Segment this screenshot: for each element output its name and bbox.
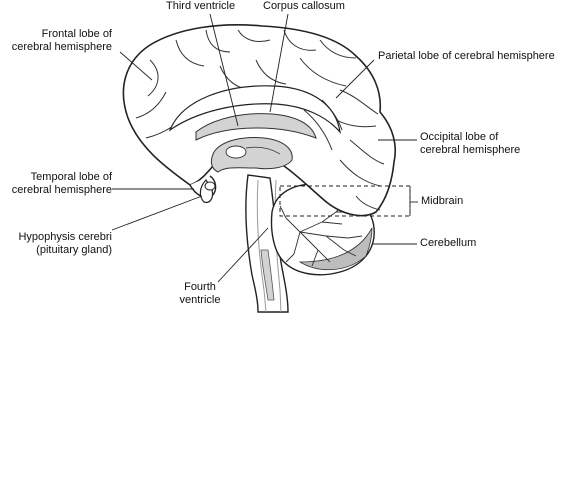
- label-third-ventricle: Third ventricle: [166, 0, 235, 13]
- label-occipital-line1: Occipital lobe of: [420, 131, 499, 143]
- label-temporal-line1: Temporal lobe of: [30, 171, 112, 183]
- label-hypophysis-line1: Hypophysis cerebri: [18, 231, 112, 243]
- label-midbrain-text: Midbrain: [421, 195, 464, 207]
- label-frontal-line2: cerebral hemisphere: [11, 41, 112, 53]
- leader-frontal: [119, 51, 153, 81]
- leader-third-ventricle: [209, 13, 239, 127]
- label-hypophysis: Hypophysis cerebri (pituitary gland): [0, 231, 112, 257]
- label-cerebellum-text: Cerebellum: [420, 237, 477, 249]
- label-occipital-line2: cerebral hemisphere: [420, 144, 521, 156]
- label-fourth-line1: Fourth: [184, 281, 216, 293]
- label-cerebellum: Cerebellum: [420, 237, 476, 250]
- label-occipital-lobe: Occipital lobe of cerebral hemisphere: [420, 131, 520, 157]
- leader-lines: [111, 13, 418, 283]
- label-fourth-ventricle: Fourth ventricle: [170, 281, 230, 307]
- label-third-ventricle-text: Third ventricle: [166, 0, 236, 12]
- label-corpus-callosum-text: Corpus callosum: [263, 0, 345, 12]
- leader-hypophysis: [111, 195, 203, 231]
- cerebrum: [122, 24, 396, 217]
- label-temporal-line2: cerebral hemisphere: [11, 184, 112, 196]
- label-frontal-lobe: Frontal lobe of cerebral hemisphere: [0, 28, 112, 54]
- leader-corpus-callosum: [269, 13, 289, 113]
- label-parietal-text: Parietal lobe of cerebral hemisphere: [378, 50, 555, 62]
- leader-fourth-ventricle: [217, 227, 269, 283]
- label-parietal-lobe: Parietal lobe of cerebral hemisphere: [378, 50, 555, 63]
- label-corpus-callosum: Corpus callosum: [263, 0, 345, 13]
- midbrain-dashed-box: [279, 185, 411, 217]
- label-hypophysis-line2: (pituitary gland): [36, 244, 112, 256]
- fourth-ventricle-shape: [260, 249, 275, 301]
- leader-parietal: [335, 59, 375, 99]
- label-frontal-line1: Frontal lobe of: [41, 28, 112, 40]
- label-temporal-lobe: Temporal lobe of cerebral hemisphere: [0, 171, 112, 197]
- pituitary-gland: [199, 179, 214, 203]
- label-fourth-line2: ventricle: [179, 294, 221, 306]
- label-midbrain: Midbrain: [421, 195, 463, 208]
